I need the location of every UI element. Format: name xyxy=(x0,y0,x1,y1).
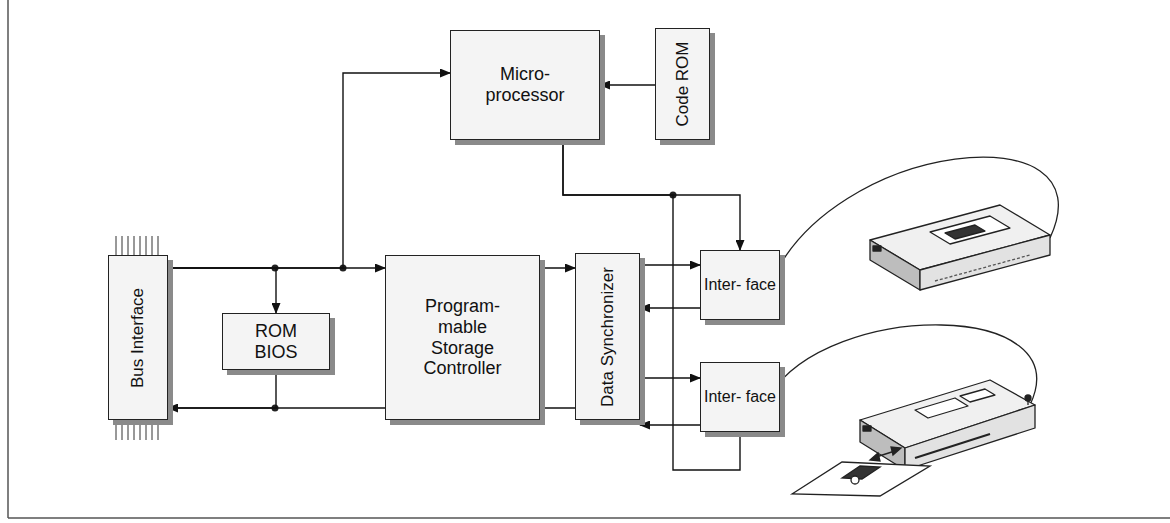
frame-line xyxy=(7,0,9,518)
bus-pin xyxy=(116,420,117,440)
signal-connector xyxy=(640,377,700,378)
signal-connector xyxy=(640,424,700,425)
bus-pin xyxy=(122,236,123,255)
signal-connector xyxy=(168,370,276,408)
bus-pin xyxy=(128,420,129,440)
signal-connector xyxy=(540,407,575,408)
bus-pin xyxy=(152,420,153,440)
box-label: Bus Interface xyxy=(128,287,148,387)
box-label: Micro- processor xyxy=(475,64,575,105)
signal-connector xyxy=(540,267,575,268)
signal-connector xyxy=(168,268,276,313)
bus-pin xyxy=(128,236,129,255)
hard-disk-drive xyxy=(870,205,1050,290)
bus-interface-box: Bus Interface xyxy=(108,255,168,420)
signal-connector xyxy=(600,84,655,85)
floppy-disk xyxy=(792,447,930,496)
rom-box: ROM BIOS xyxy=(222,313,330,370)
rom-box: Code ROM xyxy=(655,28,710,140)
bus-pin xyxy=(158,420,159,440)
bus-pin xyxy=(134,420,135,440)
signal-connector xyxy=(640,264,700,265)
box-label: Data Synchronizer xyxy=(598,267,618,407)
bus-pin xyxy=(134,236,135,255)
bus-pin xyxy=(158,236,159,255)
signal-connector xyxy=(168,407,385,408)
bus-pin xyxy=(122,420,123,440)
bus-pin xyxy=(146,420,147,440)
box-label: Inter- face xyxy=(704,388,776,406)
interface-box: Inter- face xyxy=(700,250,780,320)
bus-pin xyxy=(140,420,141,440)
box-label: Program- mable Storage Controller xyxy=(407,296,519,379)
bus-pin xyxy=(140,236,141,255)
box-label: Inter- face xyxy=(704,276,776,294)
signal-connector xyxy=(640,307,700,308)
bus-pin xyxy=(116,236,117,255)
synchronizer-box: Data Synchronizer xyxy=(575,253,640,420)
box-label: Code ROM xyxy=(673,41,693,126)
bus-pin xyxy=(152,236,153,255)
controller-box: Program- mable Storage Controller xyxy=(385,255,540,420)
box-label: ROM BIOS xyxy=(241,321,311,362)
frame-line xyxy=(8,517,1170,519)
signal-connector xyxy=(168,73,450,268)
floppy-drive xyxy=(860,380,1035,470)
bus-pin xyxy=(146,236,147,255)
interface-box: Inter- face xyxy=(700,362,780,432)
processor-box: Micro- processor xyxy=(450,30,600,140)
